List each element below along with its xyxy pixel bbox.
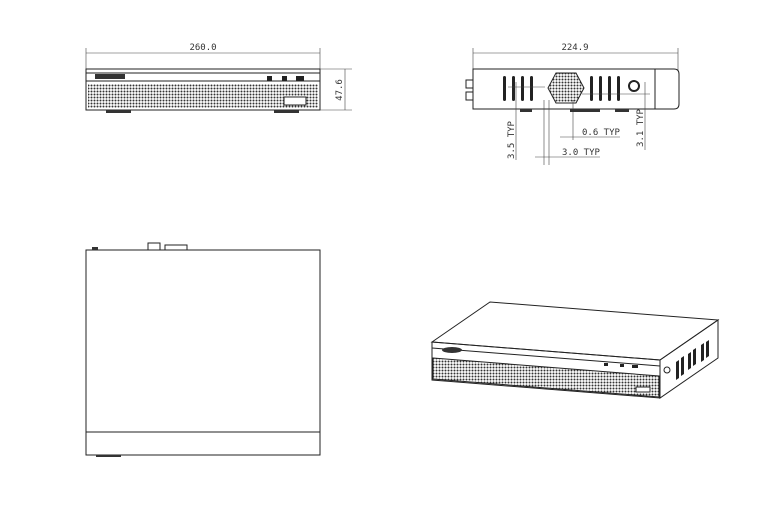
- usb-port: [283, 96, 307, 106]
- iso-logo: [442, 347, 462, 353]
- brand-logo: [95, 74, 125, 79]
- fan-vent: [547, 72, 585, 104]
- top-view: [85, 242, 321, 457]
- indicator-led: [282, 76, 287, 81]
- foot: [106, 110, 131, 113]
- dim-3-1-typ: 3.1 TYP: [636, 108, 646, 147]
- ground-screw: [628, 80, 640, 92]
- depth-label: 224.9: [561, 43, 588, 53]
- dim-0-6-typ: 0.6 TYP: [582, 128, 621, 138]
- dim-3-5-typ: 3.5 TYP: [507, 120, 517, 159]
- indicator-led: [296, 76, 304, 81]
- foot: [274, 110, 299, 113]
- dim-3-0-typ: 3.0 TYP: [562, 148, 601, 158]
- front-view: 260.0 47.6: [85, 43, 352, 113]
- width-label: 260.0: [189, 43, 216, 53]
- isometric-view: [430, 301, 720, 399]
- iso-front-grille: [432, 357, 660, 398]
- indicator-led: [267, 76, 272, 81]
- side-view: 224.9 3.5 TYP 0.6 TYP 3.0 TYP 3.1 TYP: [465, 43, 680, 165]
- front-grille: [88, 84, 318, 108]
- height-label: 47.6: [335, 79, 345, 101]
